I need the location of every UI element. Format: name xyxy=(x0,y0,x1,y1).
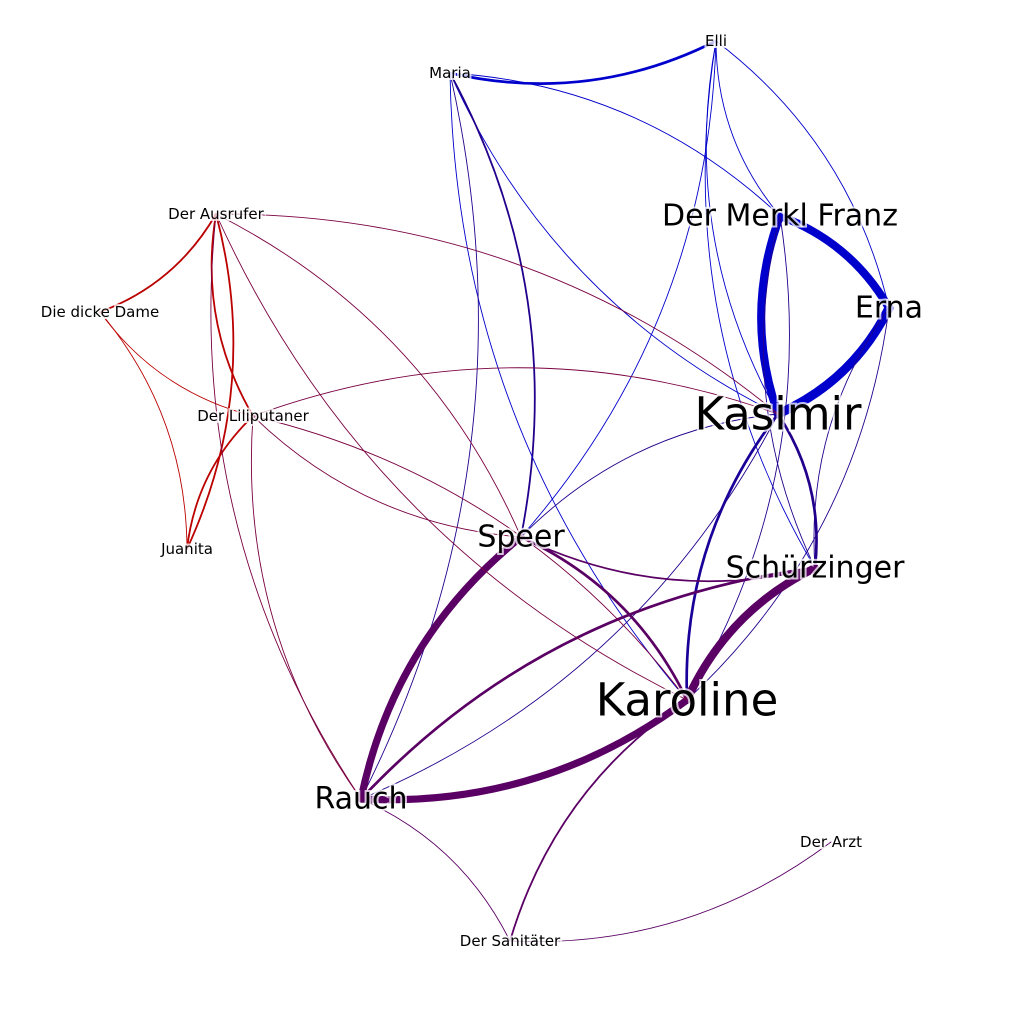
node-kasimir: Kasimir xyxy=(694,388,862,441)
edge-erna-karoline xyxy=(686,307,890,701)
node-erna: Erna xyxy=(855,291,923,326)
edge-maria-speer xyxy=(449,72,536,538)
edge-rauch-karoline xyxy=(357,696,691,804)
edge-kasimir-rauch xyxy=(360,413,779,800)
node-speer: Speer xyxy=(477,520,565,555)
node-karoline: Karoline xyxy=(596,674,779,727)
edge-merkl-schuerz xyxy=(762,215,816,569)
edge-merkl-karoline xyxy=(686,215,790,701)
edge-schuerz-karoline xyxy=(682,563,820,705)
node-sanitaeter: Der Sanitäter xyxy=(460,932,561,950)
edge-layer xyxy=(99,39,894,943)
edge-kasimir-speer xyxy=(520,413,779,538)
edge-elli-merkl xyxy=(715,40,781,217)
node-merkl: Der Merkl Franz xyxy=(662,199,898,234)
edge-lili-speer xyxy=(252,415,522,538)
edge-speer-karoline xyxy=(519,535,689,702)
edge-ausrufer-kasimir xyxy=(215,213,779,415)
edge-dicke-juanita xyxy=(99,311,188,550)
edge-merkl-kasimir xyxy=(757,211,785,419)
edge-erna-kasimir xyxy=(773,303,894,419)
edge-lili-rauch xyxy=(250,415,362,800)
edge-merkl-erna xyxy=(775,211,894,313)
edge-elli-schuerz xyxy=(704,40,816,569)
edge-ausrufer-speer xyxy=(215,213,522,538)
edge-maria-merkl xyxy=(449,72,781,217)
edge-ausrufer-dicke xyxy=(99,213,217,313)
edge-maria-elli xyxy=(448,39,718,85)
node-dicke: Die dicke Dame xyxy=(41,303,159,321)
edge-kasimir-schuerz xyxy=(776,412,818,570)
edge-speer-schuerz xyxy=(520,536,816,583)
edge-ausrufer-lili xyxy=(210,213,254,417)
edge-lili-juanita xyxy=(186,415,254,550)
edge-ausrufer-rauch xyxy=(210,213,362,800)
edge-rauch-sanitaeter xyxy=(360,798,511,942)
edge-rauch-schuerz xyxy=(359,566,817,801)
node-ausrufer: Der Ausrufer xyxy=(168,205,264,223)
edge-karoline-sanitaeter xyxy=(509,699,688,942)
node-rauch: Rauch xyxy=(314,782,407,817)
node-arzt: Der Arzt xyxy=(800,833,862,851)
edge-ausrufer-karoline xyxy=(215,213,688,701)
edge-ausrufer-juanita xyxy=(186,213,235,550)
node-maria: Maria xyxy=(429,64,471,82)
edge-speer-rauch xyxy=(357,533,525,803)
edge-sanitaeter-arzt xyxy=(509,841,832,943)
edge-erna-schuerz xyxy=(813,307,890,569)
edge-maria-karoline xyxy=(449,72,688,701)
node-elli: Elli xyxy=(705,32,727,50)
edge-elli-speer xyxy=(520,40,717,538)
edge-lili-kasimir xyxy=(252,367,779,417)
edge-lili-karoline xyxy=(252,415,688,701)
edge-elli-erna xyxy=(715,40,890,309)
node-juanita: Juanita xyxy=(160,540,213,558)
node-lili: Der Liliputaner xyxy=(197,407,309,425)
edge-maria-rauch xyxy=(360,72,479,800)
edge-kasimir-karoline xyxy=(685,412,780,702)
node-schuerz: Schürzinger xyxy=(726,551,905,586)
